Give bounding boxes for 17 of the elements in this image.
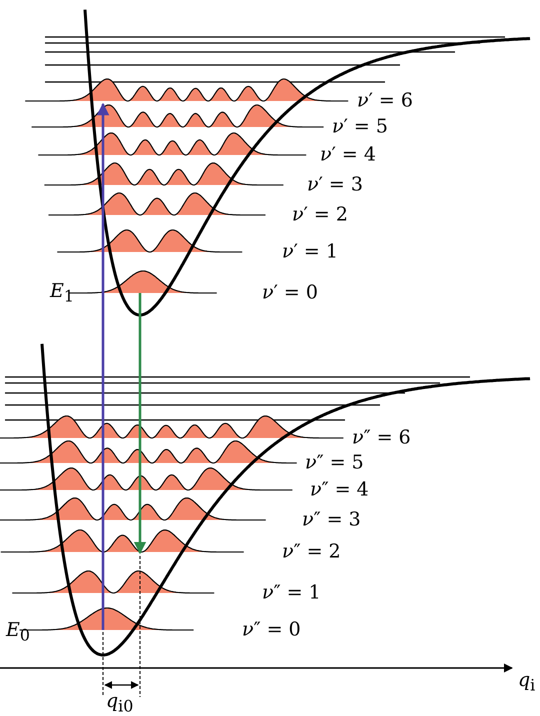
level-label: ν″ = 5	[305, 452, 364, 474]
dimension-label: q$_{i0}$	[106, 690, 134, 716]
state-label: E$_{1}$	[50, 280, 74, 306]
level-label: ν′ = 2	[292, 204, 348, 226]
level-label: ν″ = 6	[352, 428, 411, 448]
level-label: ν″ = 3	[302, 510, 361, 530]
level-label: ν″ = 1	[262, 582, 321, 604]
level-label: ν″ = 2	[282, 542, 341, 562]
level-label: ν′ = 5	[332, 116, 388, 138]
level-label: ν′ = 4	[320, 144, 376, 166]
level-label: ν″ = 0	[242, 620, 301, 640]
level-label: ν′ = 1	[282, 242, 338, 262]
level-label: ν′ = 6	[357, 90, 413, 112]
level-label: ν″ = 4	[310, 480, 369, 500]
axis-label: q$_{i}$	[518, 670, 536, 694]
level-label: ν′ = 3	[307, 174, 363, 196]
level-label: ν′ = 0	[262, 282, 318, 304]
